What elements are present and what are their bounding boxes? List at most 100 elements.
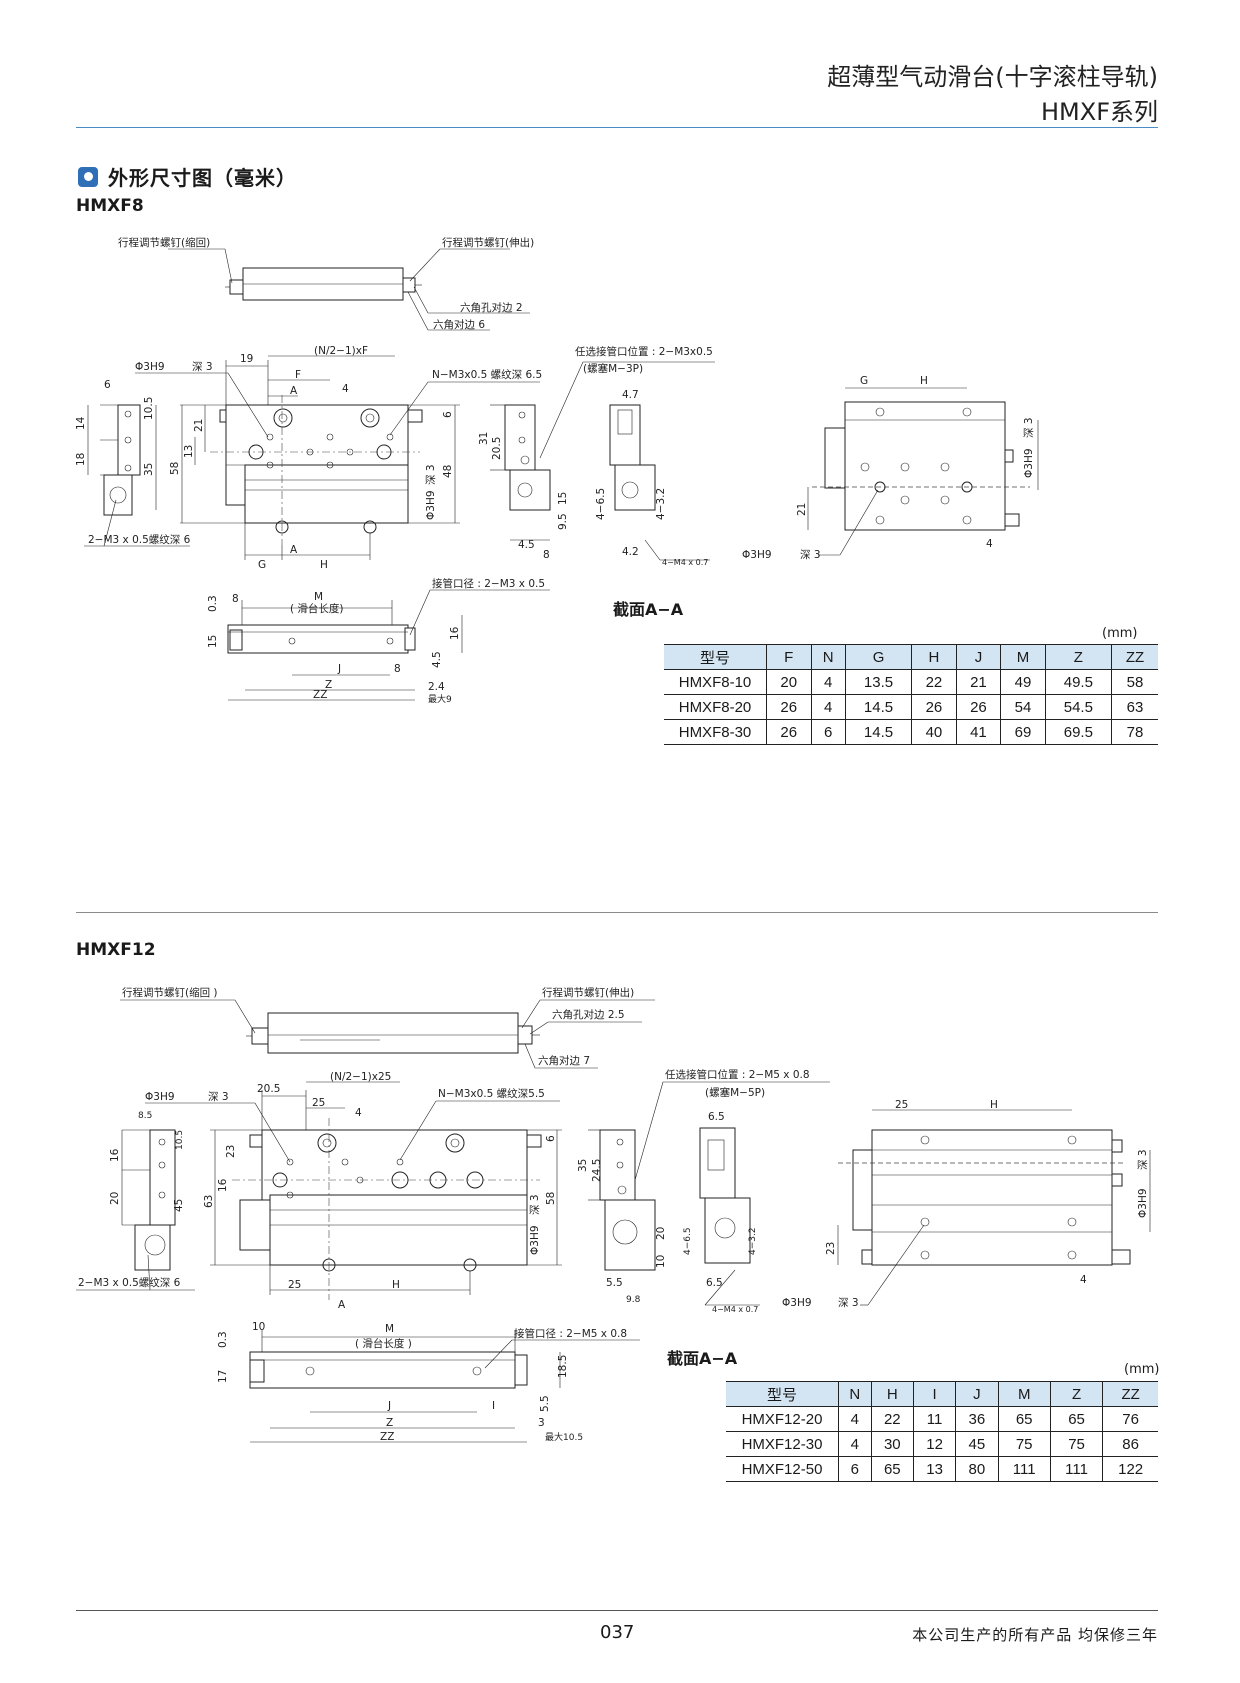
svg-text:4: 4 xyxy=(1080,1274,1087,1286)
svg-text:4: 4 xyxy=(355,1107,362,1119)
svg-text:13: 13 xyxy=(183,445,195,458)
svg-text:21: 21 xyxy=(796,503,808,516)
col-j: J xyxy=(955,644,1001,670)
label-stroke-extend: 行程调节螺钉(伸出) xyxy=(442,236,534,249)
svg-text:48: 48 xyxy=(442,465,454,478)
svg-text:4.2: 4.2 xyxy=(622,546,639,558)
svg-text:J: J xyxy=(337,663,341,675)
col-model: 型号 xyxy=(726,1381,839,1407)
label-pin-hole-2: Φ3H9 xyxy=(742,549,772,561)
svg-text:18: 18 xyxy=(75,453,87,466)
col-h: H xyxy=(870,1381,914,1407)
hmxf12-side-view: 35 24.5 20 10 5.5 9.8 任选接管口位置 : 2−M5 x 0… xyxy=(577,1068,830,1305)
col-n: N xyxy=(810,644,846,670)
hmxf8-side-elevation: M ( 滑台长度) 8 0.3 15 J 8 Z ZZ 2.4 最大9 16 4… xyxy=(207,577,550,705)
svg-text:15: 15 xyxy=(207,635,219,648)
svg-text:(N/2−1)x25: (N/2−1)x25 xyxy=(330,1071,391,1083)
svg-text:H: H xyxy=(990,1099,998,1111)
section-aa-caption-hmxf12: 截面A−A xyxy=(667,1349,738,1368)
label-port: 接管口径 : 2−M5 x 0.8 xyxy=(514,1327,627,1340)
svg-text:4: 4 xyxy=(342,383,349,395)
svg-text:15: 15 xyxy=(557,492,569,505)
hmxf8-side-view: 31 20.5 15 9.5 4.5 8 任选接管口位置 : 2−M3x0.5 … xyxy=(478,345,715,561)
svg-text:0.3: 0.3 xyxy=(207,595,219,612)
svg-text:H: H xyxy=(392,1279,400,1291)
hmxf8-section-aa: 4.7 4−6.5 4−3.2 4.2 4−M4 x 0.7 xyxy=(595,389,710,567)
svg-text:深 3: 深 3 xyxy=(838,1297,859,1309)
svg-text:H: H xyxy=(920,375,928,387)
svg-text:深 3: 深 3 xyxy=(1137,1149,1149,1170)
label-port-optional: 任选接管口位置 : 2−M3x0.5 xyxy=(575,345,713,358)
svg-text:深 3: 深 3 xyxy=(192,361,213,373)
svg-text:45: 45 xyxy=(173,1199,185,1212)
svg-text:10: 10 xyxy=(252,1321,265,1333)
svg-text:A: A xyxy=(338,1299,346,1311)
col-f: F xyxy=(766,644,812,670)
svg-text:35: 35 xyxy=(143,463,155,476)
label-port: 接管口径 : 2−M3 x 0.5 xyxy=(432,577,545,590)
col-z: Z xyxy=(1044,644,1112,670)
col-g: G xyxy=(844,644,912,670)
label-slide-length: ( 滑台长度 ) xyxy=(355,1337,412,1350)
svg-text:深 3: 深 3 xyxy=(800,549,821,561)
svg-text:M: M xyxy=(314,591,323,603)
hmxf8-front-view: 19 F (N/2−1)xF A 4 58 21 13 48 6 Φ3H9 深 … xyxy=(135,345,542,571)
svg-text:Φ3H9: Φ3H9 xyxy=(529,1225,541,1255)
svg-text:8: 8 xyxy=(394,663,401,675)
svg-text:(N/2−1)xF: (N/2−1)xF xyxy=(314,345,368,357)
label-port-optional: 任选接管口位置 : 2−M5 x 0.8 xyxy=(665,1068,810,1081)
series-name: HMXF系列 xyxy=(1041,98,1158,126)
svg-text:5.5: 5.5 xyxy=(539,1395,551,1412)
hmxf8-bottom-view: G H 21 Φ3H9 深 3 4 Φ3H9 深 3 xyxy=(742,375,1039,561)
col-zz: ZZ xyxy=(1110,644,1158,670)
hmxf12-top-view: 行程调节螺钉(缩回 ) 行程调节螺钉(伸出) 六角孔对边 2.5 六角对边 7 xyxy=(120,986,655,1069)
svg-text:4.5: 4.5 xyxy=(518,539,535,551)
page-number: 037 xyxy=(600,1622,635,1643)
svg-text:58: 58 xyxy=(169,462,181,475)
svg-text:4−3.2: 4−3.2 xyxy=(748,1227,758,1255)
svg-text:20.5: 20.5 xyxy=(491,437,503,460)
svg-text:G: G xyxy=(860,375,868,387)
svg-text:4−M4 x 0.7: 4−M4 x 0.7 xyxy=(712,1305,758,1314)
col-j: J xyxy=(955,1381,998,1407)
label-plug: (螺塞M−3P) xyxy=(583,362,643,375)
svg-text:4−6.5: 4−6.5 xyxy=(595,488,607,520)
svg-text:6: 6 xyxy=(545,1135,557,1142)
label-pin-hole: Φ3H9 xyxy=(145,1091,175,1103)
col-m: M xyxy=(1000,644,1046,670)
svg-text:J: J xyxy=(387,1400,391,1412)
svg-text:6.5: 6.5 xyxy=(708,1111,725,1123)
svg-text:I: I xyxy=(492,1400,495,1412)
svg-text:16: 16 xyxy=(217,1178,229,1192)
svg-text:4.7: 4.7 xyxy=(622,389,639,401)
svg-text:Φ3H9: Φ3H9 xyxy=(1137,1188,1149,1218)
svg-text:H: H xyxy=(320,559,328,571)
svg-text:4: 4 xyxy=(986,538,993,550)
label-plug: (螺塞M−5P) xyxy=(705,1086,765,1099)
hmxf8-left-view: 14 18 6 10.5 35 2−M3 x 0.5螺纹深 6 xyxy=(75,379,191,547)
label-slide-length: ( 滑台长度) xyxy=(290,602,344,615)
col-zz: ZZ xyxy=(1102,1381,1158,1407)
label-thread: N−M3x0.5 螺纹深5.5 xyxy=(438,1087,545,1100)
svg-text:4−6.5: 4−6.5 xyxy=(683,1227,693,1255)
svg-text:9.5: 9.5 xyxy=(557,513,569,530)
header-rule xyxy=(76,127,1158,128)
svg-text:G: G xyxy=(258,559,266,571)
hmxf12-left-view: 16 20 8.5 10.5 45 2−M3 x 0.5螺纹深 6 xyxy=(76,1111,195,1291)
label-stroke-extend: 行程调节螺钉(伸出) xyxy=(542,986,634,999)
col-i: I xyxy=(912,1381,956,1407)
svg-text:63: 63 xyxy=(203,1195,215,1208)
svg-text:25: 25 xyxy=(895,1099,908,1111)
label-hex-flat: 六角对边 6 xyxy=(433,318,485,331)
svg-text:20.5: 20.5 xyxy=(257,1083,280,1095)
svg-text:16: 16 xyxy=(109,1148,121,1162)
svg-text:24.5: 24.5 xyxy=(591,1159,603,1182)
svg-text:6.5: 6.5 xyxy=(706,1277,723,1289)
svg-text:Z: Z xyxy=(325,679,332,691)
svg-text:4.5: 4.5 xyxy=(431,651,443,668)
